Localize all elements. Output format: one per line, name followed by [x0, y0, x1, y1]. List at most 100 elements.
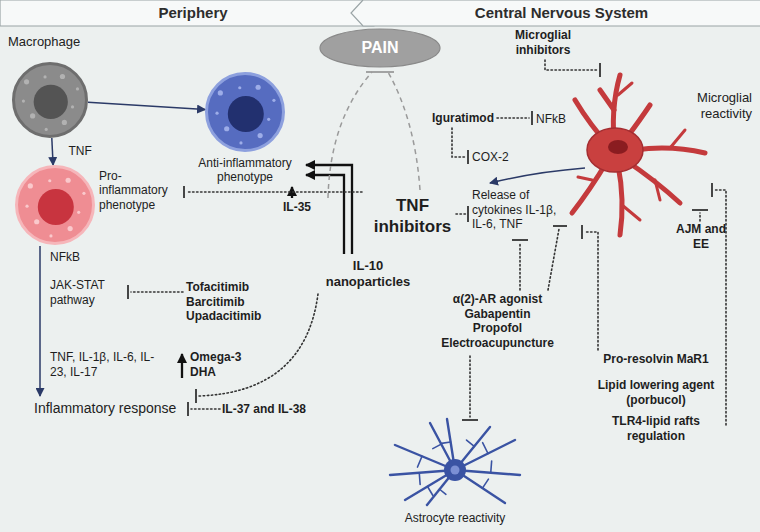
- decor-circle: [68, 226, 73, 231]
- decor-ellipse: [320, 29, 440, 67]
- annotation-label: Microglial inhibitors: [498, 28, 588, 57]
- increase-arrow: [181, 354, 183, 378]
- decor-circle: [25, 205, 28, 208]
- annotation-label: Tofacitimib Barcitimib Upadacitimib: [186, 280, 276, 324]
- decor-path: [428, 487, 433, 496]
- decor-path: [418, 473, 420, 485]
- anti-inflammatory-cell: Anti-inflammatory phenotype: [205, 72, 285, 152]
- decor-path: [440, 489, 446, 494]
- decor-circle: [14, 64, 87, 137]
- inhibition-bar: [462, 419, 478, 421]
- decor-circle: [218, 90, 223, 95]
- node-text: Astrocyte reactivity: [400, 511, 510, 525]
- decor-path: [670, 130, 685, 148]
- annotation-label: IL-10 nanoparticles: [318, 258, 418, 290]
- decor-circle: [38, 189, 74, 225]
- annotation-label: JAK-STAT pathway: [50, 278, 122, 307]
- decor-circle: [34, 85, 68, 119]
- inhibition-bar: [195, 389, 197, 403]
- annotation-label: TNF inhibitors: [365, 196, 460, 237]
- annotation-label: NFkB: [536, 112, 576, 127]
- inhibition-bar: [183, 186, 185, 198]
- decor-circle: [239, 141, 242, 144]
- inhibition-line: [497, 117, 529, 119]
- decor-circle: [24, 79, 29, 84]
- decor-path: [483, 479, 489, 488]
- decor-circle: [62, 120, 67, 125]
- decor-ellipse: [587, 128, 643, 172]
- decor-circle: [60, 74, 65, 79]
- connector-arrow: [88, 102, 205, 109]
- decor-path: [578, 177, 592, 180]
- astrocyte-cell: Astrocyte reactivity: [385, 415, 525, 530]
- annotation-label: Iguratimod: [432, 111, 502, 126]
- pain-ellipse: PAIN: [319, 28, 441, 68]
- inhibition-bar: [711, 183, 713, 197]
- annotation-label: AJM and EE: [676, 222, 726, 251]
- inhibition-line: [131, 291, 183, 293]
- inhibition-line: [452, 128, 465, 157]
- pro-inflammatory-cell-shape: [15, 165, 95, 245]
- inhibition-bar: [581, 225, 583, 239]
- annotation-label: NFkB: [50, 250, 95, 265]
- node-text: Macrophage: [8, 34, 118, 50]
- annotation-label: IL-35: [283, 200, 317, 215]
- thick-arrow: [306, 175, 344, 254]
- decor-path: [622, 205, 640, 220]
- inhibition-line: [191, 408, 220, 410]
- decor-circle: [228, 96, 264, 132]
- inhibition-line: [187, 191, 362, 193]
- inhibition-bar: [599, 63, 601, 77]
- annotation-label: Omega-3 DHA: [190, 350, 246, 379]
- decor-circle: [22, 100, 25, 103]
- decor-circle: [49, 234, 52, 237]
- decor-polygon: [351, 0, 760, 26]
- annotation-label: TNF, IL-1β, IL-6, IL-23, IL-17: [50, 350, 168, 379]
- header-band: Central Nervous System: [351, 0, 760, 26]
- pain-dashed-line: [388, 72, 420, 190]
- edge-label: TNF: [66, 144, 93, 159]
- annotation-label: TLR4-lipid rafts regulation: [596, 414, 716, 443]
- pro-inflammatory-cell: Pro-inflammatory phenotype: [15, 165, 95, 245]
- annotation-label: IL-37 and IL-38: [222, 402, 322, 417]
- inhibition-bar: [512, 239, 528, 241]
- inhibition-line: [585, 232, 598, 350]
- decor-circle: [43, 75, 46, 78]
- inhibition-line: [456, 213, 466, 215]
- node-text: Pro-inflammatory phenotype: [99, 169, 179, 212]
- decor-polygon: [0, 0, 386, 26]
- annotation-label: Lipid lowering agent (porbucol): [596, 378, 716, 407]
- decor-circle: [77, 211, 80, 214]
- microglia-cell-shape: [530, 55, 720, 245]
- decor-circle: [34, 219, 39, 224]
- decor-circle: [267, 118, 270, 121]
- annotation-label: α(2)-AR agonist Gabapentin Propofol Elec…: [440, 292, 555, 351]
- node-text: PAIN: [319, 28, 441, 68]
- decor-path: [418, 456, 423, 467]
- decor-path: [618, 83, 632, 95]
- decor-path: [433, 444, 441, 449]
- header-band: Periphery: [0, 0, 386, 26]
- decor-circle: [45, 128, 48, 131]
- inhibition-bar: [553, 225, 567, 227]
- inhibition-bar: [692, 209, 708, 211]
- inhibition-line: [699, 213, 701, 221]
- decor-circle: [256, 85, 261, 90]
- decor-circle: [28, 183, 33, 188]
- decor-path: [483, 443, 488, 454]
- inhibition-bar: [187, 402, 189, 416]
- macrophage-cell: Macrophage: [12, 62, 88, 138]
- inhibition-line: [469, 356, 471, 417]
- decor-circle: [71, 105, 74, 108]
- microglia-cell: Microglial reactivity: [530, 55, 720, 245]
- inhibition-line: [548, 229, 559, 290]
- decor-circle: [207, 74, 284, 151]
- annotation-label: Release of cytokines IL-1β, IL-6, TNF: [472, 188, 572, 232]
- decor-circle: [224, 126, 229, 131]
- decor-path: [655, 180, 660, 200]
- decor-circle: [451, 466, 460, 475]
- anti-inflammatory-cell-shape: [205, 72, 285, 152]
- inhibition-bar: [127, 285, 129, 299]
- inhibition-line: [545, 60, 597, 70]
